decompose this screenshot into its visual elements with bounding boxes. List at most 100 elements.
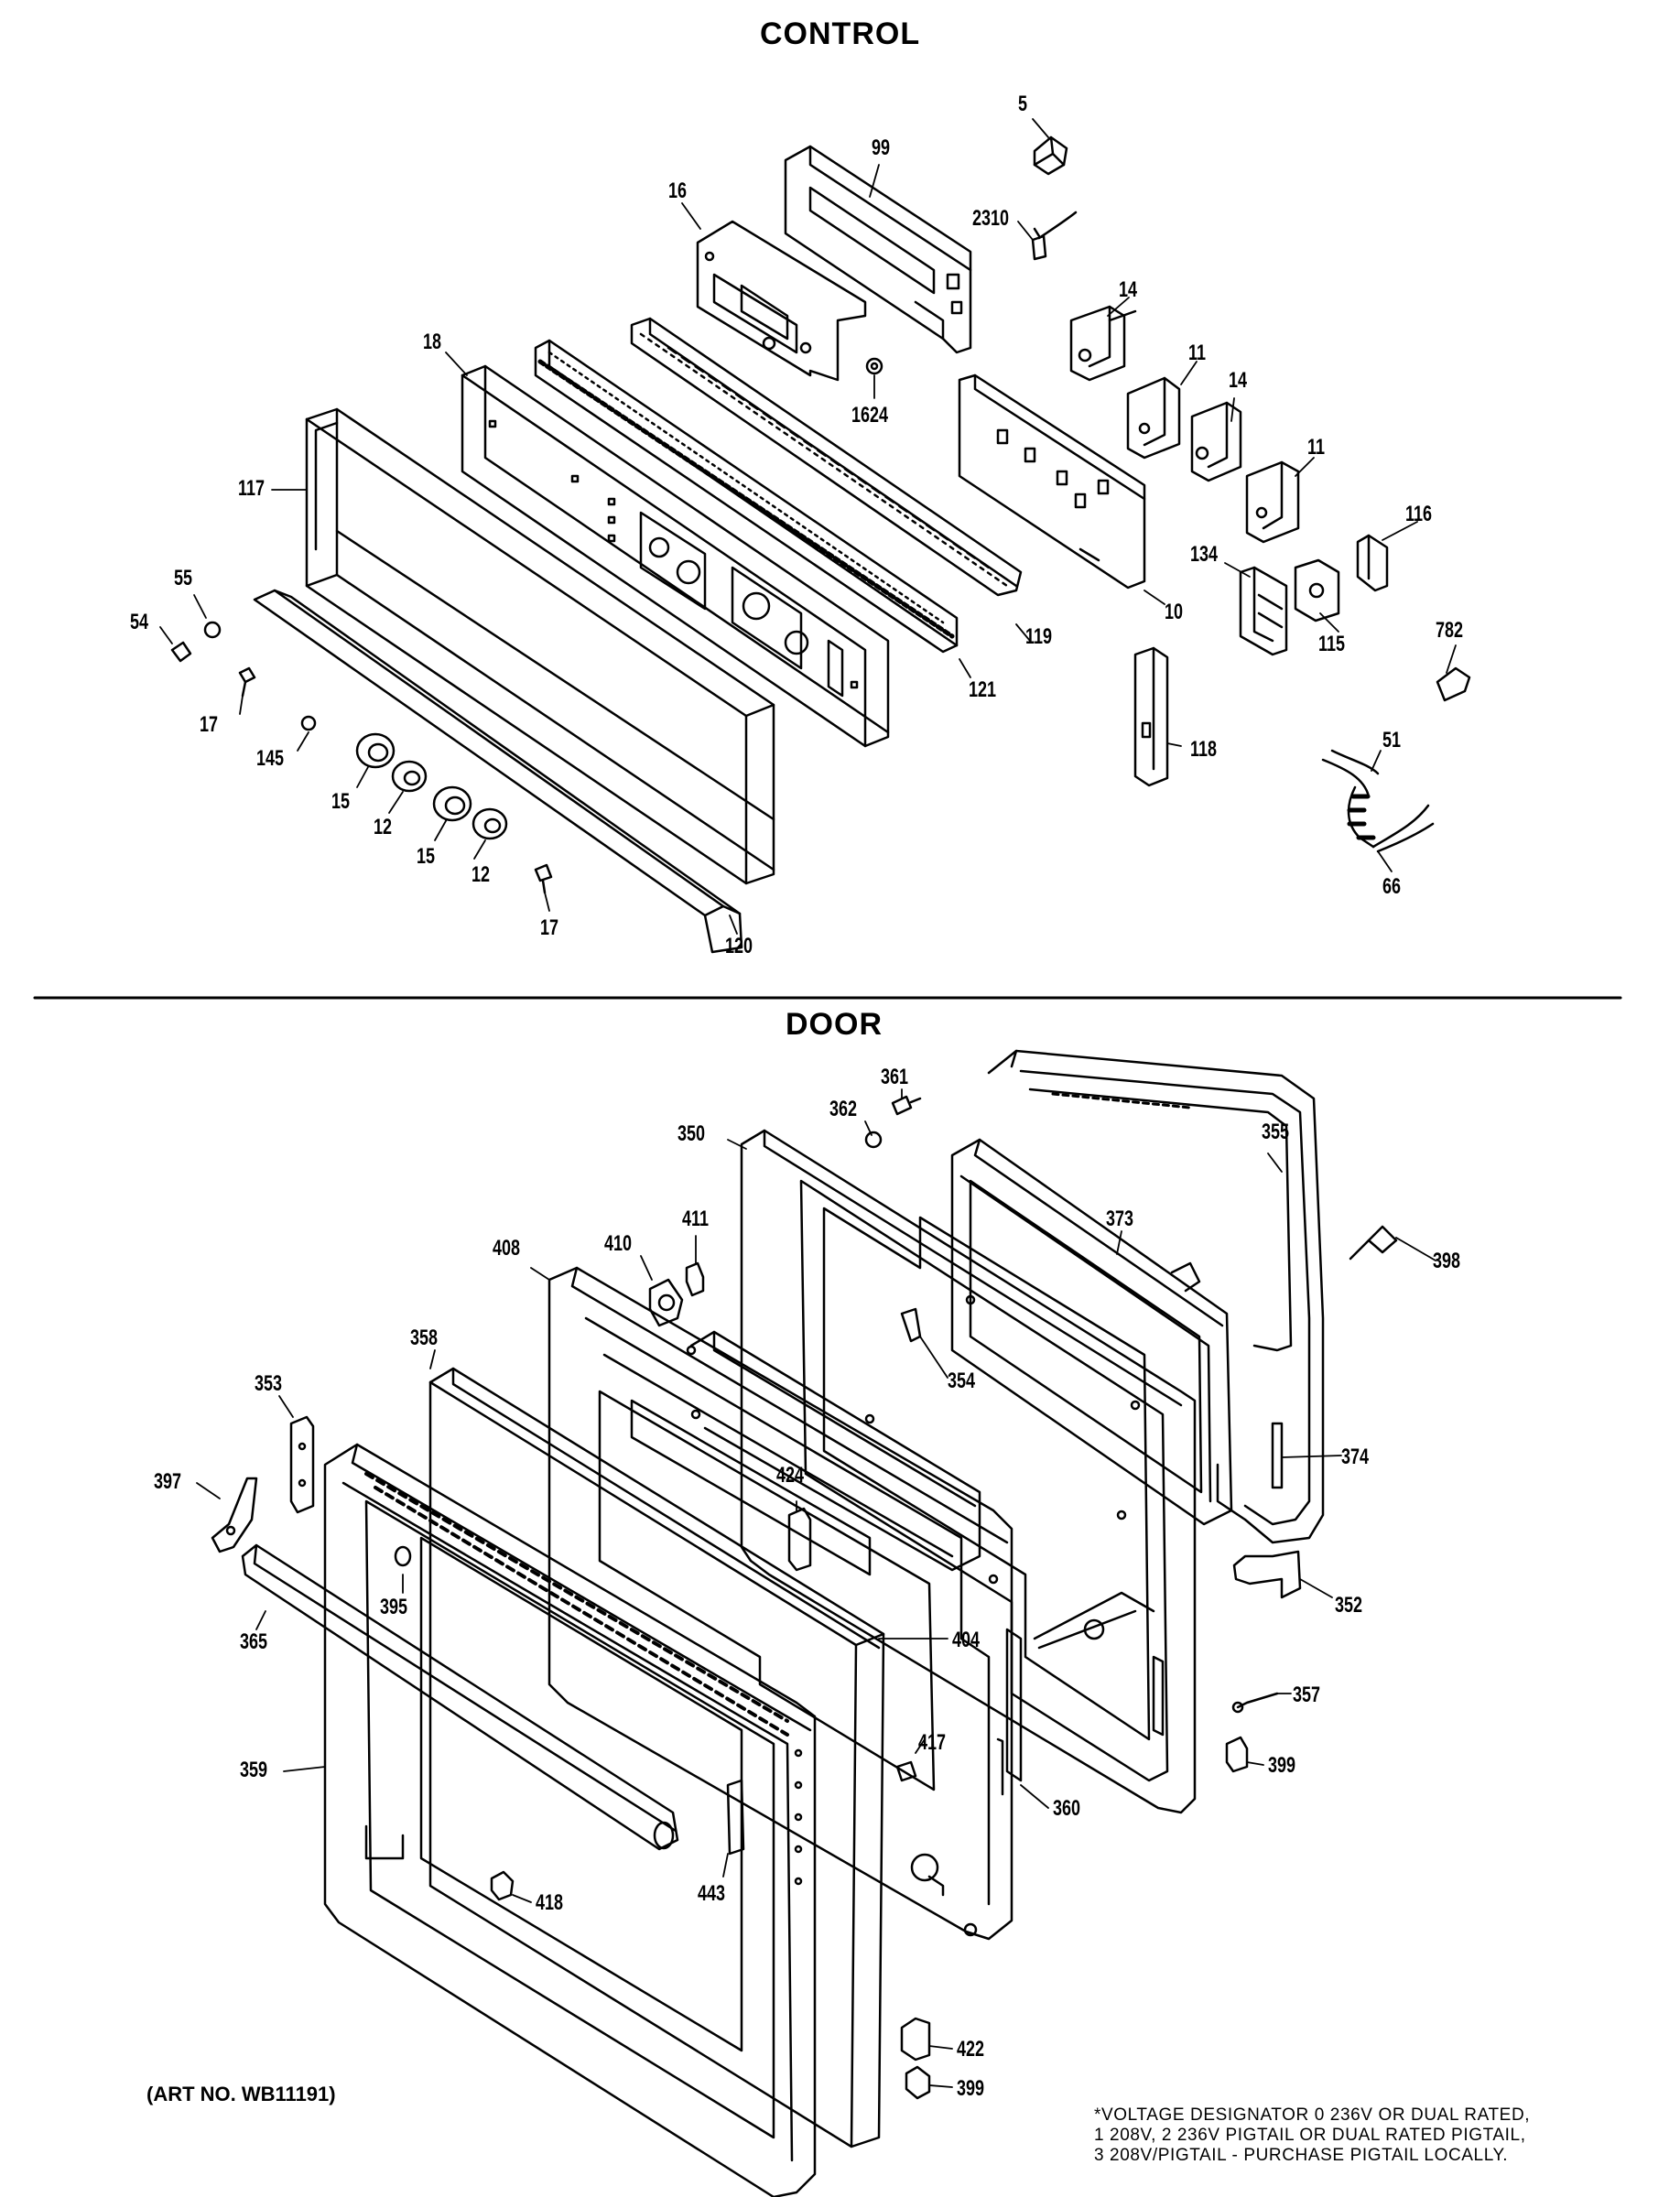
callout-357: 357 bbox=[1293, 1683, 1321, 1707]
callout-404: 404 bbox=[952, 1628, 981, 1652]
callout-424: 424 bbox=[776, 1463, 805, 1488]
part-117-trim-frame bbox=[307, 409, 774, 883]
part-358-outer-glass bbox=[430, 1369, 883, 2147]
part-395-screw bbox=[396, 1547, 410, 1565]
part-14-switch-a bbox=[1071, 307, 1135, 380]
callout-352: 352 bbox=[1335, 1593, 1363, 1618]
callout-359: 359 bbox=[240, 1758, 268, 1782]
part-360-seal bbox=[1007, 1629, 1021, 1780]
callout-15: 15 bbox=[417, 844, 436, 869]
callout-145: 145 bbox=[256, 746, 285, 771]
callout-51: 51 bbox=[1382, 728, 1402, 752]
part-422-bracket bbox=[902, 2018, 929, 2060]
art-number: (ART NO. WB11191) bbox=[146, 2083, 336, 2105]
part-1624-nut bbox=[867, 359, 882, 373]
part-121-grille-strip bbox=[536, 341, 957, 652]
part-352-hinge bbox=[1234, 1552, 1300, 1597]
part-51-66-wire-harness bbox=[1323, 751, 1433, 851]
part-362-nut bbox=[866, 1132, 881, 1147]
part-398-screw bbox=[1350, 1227, 1396, 1259]
part-17-screw-b bbox=[536, 865, 551, 893]
part-355-door-frame bbox=[989, 1051, 1323, 1542]
part-354-clip bbox=[902, 1309, 920, 1341]
callout-374: 374 bbox=[1341, 1445, 1370, 1469]
part-359-door-front bbox=[325, 1445, 815, 2197]
callout-399: 399 bbox=[957, 2076, 985, 2101]
part-116-clip bbox=[1358, 536, 1387, 590]
callout-10: 10 bbox=[1165, 600, 1184, 624]
part-18-control-panel bbox=[462, 366, 888, 746]
part-357-pin bbox=[1233, 1694, 1277, 1712]
part-397-hinge-bracket bbox=[212, 1478, 256, 1552]
part-443-nameplate bbox=[728, 1780, 743, 1854]
part-408-door-liner bbox=[549, 1268, 1012, 1939]
part-54-knob-insert bbox=[172, 643, 190, 661]
callout-373: 373 bbox=[1106, 1207, 1134, 1231]
callout-120: 120 bbox=[725, 934, 753, 958]
callout-417: 417 bbox=[918, 1730, 947, 1755]
part-782-connector bbox=[1437, 668, 1469, 700]
callout-365: 365 bbox=[240, 1629, 268, 1654]
callout-443: 443 bbox=[698, 1881, 726, 1906]
callout-116: 116 bbox=[1405, 502, 1433, 526]
callout-410: 410 bbox=[604, 1231, 633, 1256]
part-134-terminal-block bbox=[1241, 568, 1286, 655]
callout-54: 54 bbox=[130, 610, 149, 634]
callout-354: 354 bbox=[948, 1369, 976, 1393]
callout-408: 408 bbox=[493, 1236, 521, 1261]
callout-55: 55 bbox=[174, 566, 193, 590]
control-leader-lines bbox=[160, 119, 1456, 934]
callout-353: 353 bbox=[255, 1371, 283, 1396]
part-16-circuit-board bbox=[698, 222, 865, 380]
callout-398: 398 bbox=[1433, 1249, 1461, 1273]
callout-12: 12 bbox=[374, 815, 393, 839]
callout-418: 418 bbox=[536, 1890, 564, 1915]
part-418-catch bbox=[492, 1872, 513, 1899]
voltage-footnote: *VOLTAGE DESIGNATOR 0 236V OR DUAL RATED… bbox=[1094, 2105, 1530, 2166]
part-361-screw bbox=[893, 1097, 920, 1114]
part-404-glass-pane bbox=[691, 1332, 980, 1570]
part-411-clip bbox=[687, 1263, 703, 1295]
part-2310-sensor bbox=[1033, 212, 1076, 259]
callout-12: 12 bbox=[471, 862, 491, 887]
part-119-bracket bbox=[632, 319, 1021, 595]
callout-360: 360 bbox=[1053, 1796, 1081, 1821]
callout-118: 118 bbox=[1190, 737, 1218, 762]
callout-358: 358 bbox=[410, 1326, 439, 1350]
callout-121: 121 bbox=[969, 677, 997, 702]
part-373-glass-frame bbox=[952, 1140, 1231, 1524]
callout-395: 395 bbox=[380, 1595, 408, 1619]
part-399-bumper-a bbox=[1227, 1737, 1247, 1771]
door-leader-lines bbox=[197, 1089, 1436, 2087]
callout-134: 134 bbox=[1190, 542, 1219, 567]
callout-411: 411 bbox=[682, 1207, 710, 1231]
part-12-knob-a bbox=[393, 762, 426, 791]
callout-99: 99 bbox=[872, 135, 891, 160]
part-417-nut bbox=[897, 1762, 916, 1780]
footnote-line-3: 3 208V/PIGTAIL - PURCHASE PIGTAIL LOCALL… bbox=[1094, 2146, 1509, 2165]
control-section-title: CONTROL bbox=[760, 16, 921, 51]
part-5-plug bbox=[1035, 137, 1067, 174]
part-350-inner-panel bbox=[742, 1131, 1195, 1813]
part-15-knob-a bbox=[357, 734, 394, 767]
part-399-bumper-b bbox=[906, 2067, 929, 2098]
part-365-handle bbox=[243, 1545, 677, 1849]
callout-17: 17 bbox=[200, 712, 219, 737]
callout-18: 18 bbox=[423, 330, 442, 354]
footnote-line-2: 1 208V, 2 236V PIGTAIL OR DUAL RATED PIG… bbox=[1094, 2126, 1526, 2145]
callout-17: 17 bbox=[540, 915, 559, 940]
callout-14: 14 bbox=[1229, 368, 1248, 393]
part-14-switch-b bbox=[1192, 403, 1241, 481]
callout-1624: 1624 bbox=[851, 403, 889, 427]
part-374-spacer bbox=[1273, 1423, 1282, 1488]
part-410-bracket bbox=[650, 1280, 682, 1326]
callout-11: 11 bbox=[1307, 435, 1326, 460]
part-10-mounting-plate bbox=[959, 375, 1144, 588]
callout-422: 422 bbox=[957, 2037, 985, 2062]
callout-5: 5 bbox=[1018, 92, 1028, 116]
callout-119: 119 bbox=[1025, 624, 1053, 649]
callout-362: 362 bbox=[829, 1097, 858, 1121]
footnote-line-1: *VOLTAGE DESIGNATOR 0 236V OR DUAL RATED… bbox=[1094, 2105, 1531, 2125]
part-145-washer bbox=[302, 717, 315, 730]
